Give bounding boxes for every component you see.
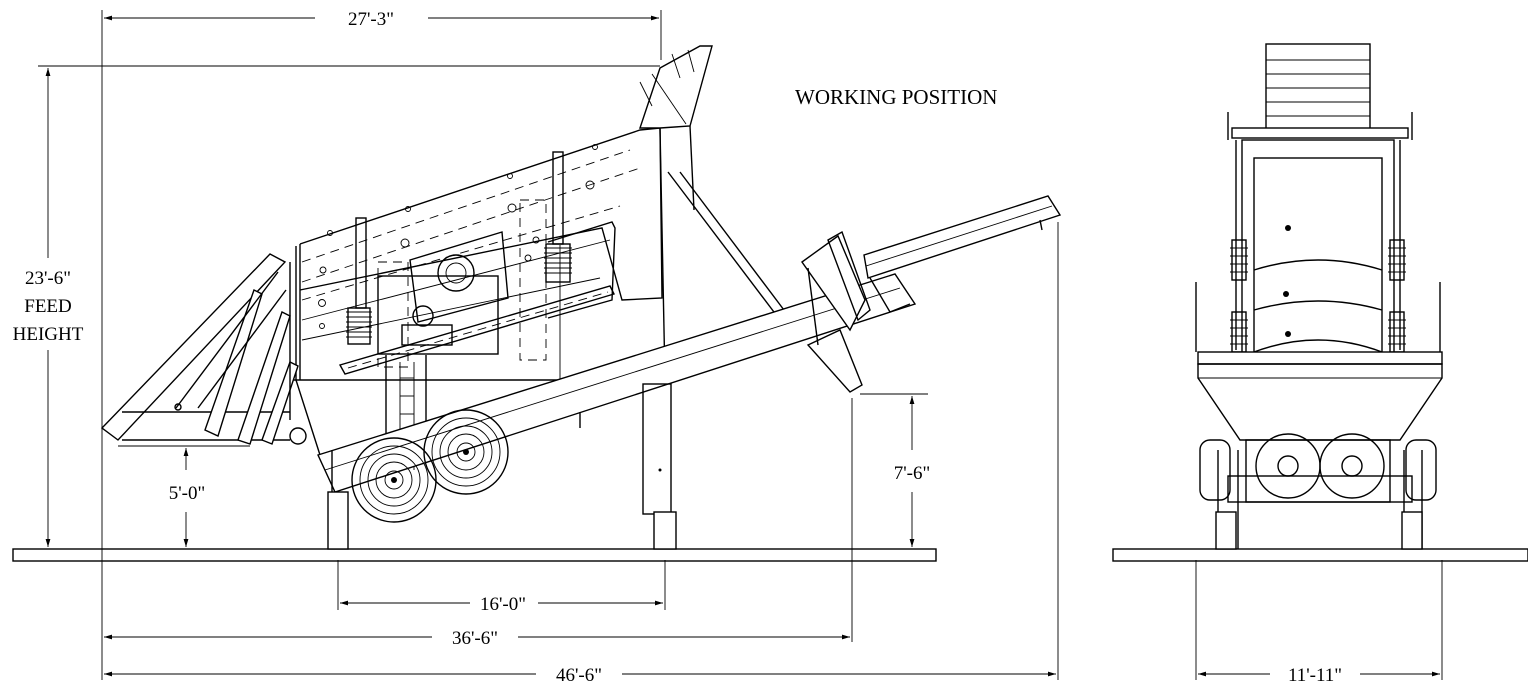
dim-end-width: 11'-11": [1198, 665, 1440, 685]
dim-top-width-label: 27'-3": [348, 9, 394, 30]
dim-overall-length-1: 36'-6": [104, 628, 850, 649]
dim-overall-length-2-label: 46'-6": [556, 665, 602, 685]
dim-leg-spacing-label: 16'-0": [480, 594, 526, 615]
dim-discharge-height-label: 7'-6": [894, 463, 931, 484]
dim-discharge-height: 7'-6": [894, 396, 931, 547]
dim-top-width: 27'-3": [104, 9, 659, 30]
dim-overall-length-1-label: 36'-6": [452, 628, 498, 649]
dim-end-width-label: 11'-11": [1288, 665, 1342, 685]
dim-feed-height-label-1: FEED: [24, 296, 72, 317]
view-title: WORKING POSITION: [795, 85, 997, 109]
dim-hopper-clearance-label: 5'-0": [169, 483, 206, 504]
side-view-machine: [100, 45, 1062, 550]
dim-feed-height-label-2: HEIGHT: [13, 324, 84, 345]
end-view-machine: [1195, 43, 1443, 550]
dim-feed-height-value: 23'-6": [25, 268, 71, 289]
dim-feed-height: 23'-6" FEED HEIGHT: [13, 68, 84, 547]
dim-overall-length-2: 46'-6": [104, 665, 1056, 685]
dim-hopper-clearance: 5'-0": [169, 448, 206, 547]
ground-line-side-view: [12, 548, 937, 562]
extension-lines: [38, 10, 1443, 680]
dim-leg-spacing: 16'-0": [340, 594, 663, 615]
ground-line-end-view: [1112, 548, 1528, 562]
